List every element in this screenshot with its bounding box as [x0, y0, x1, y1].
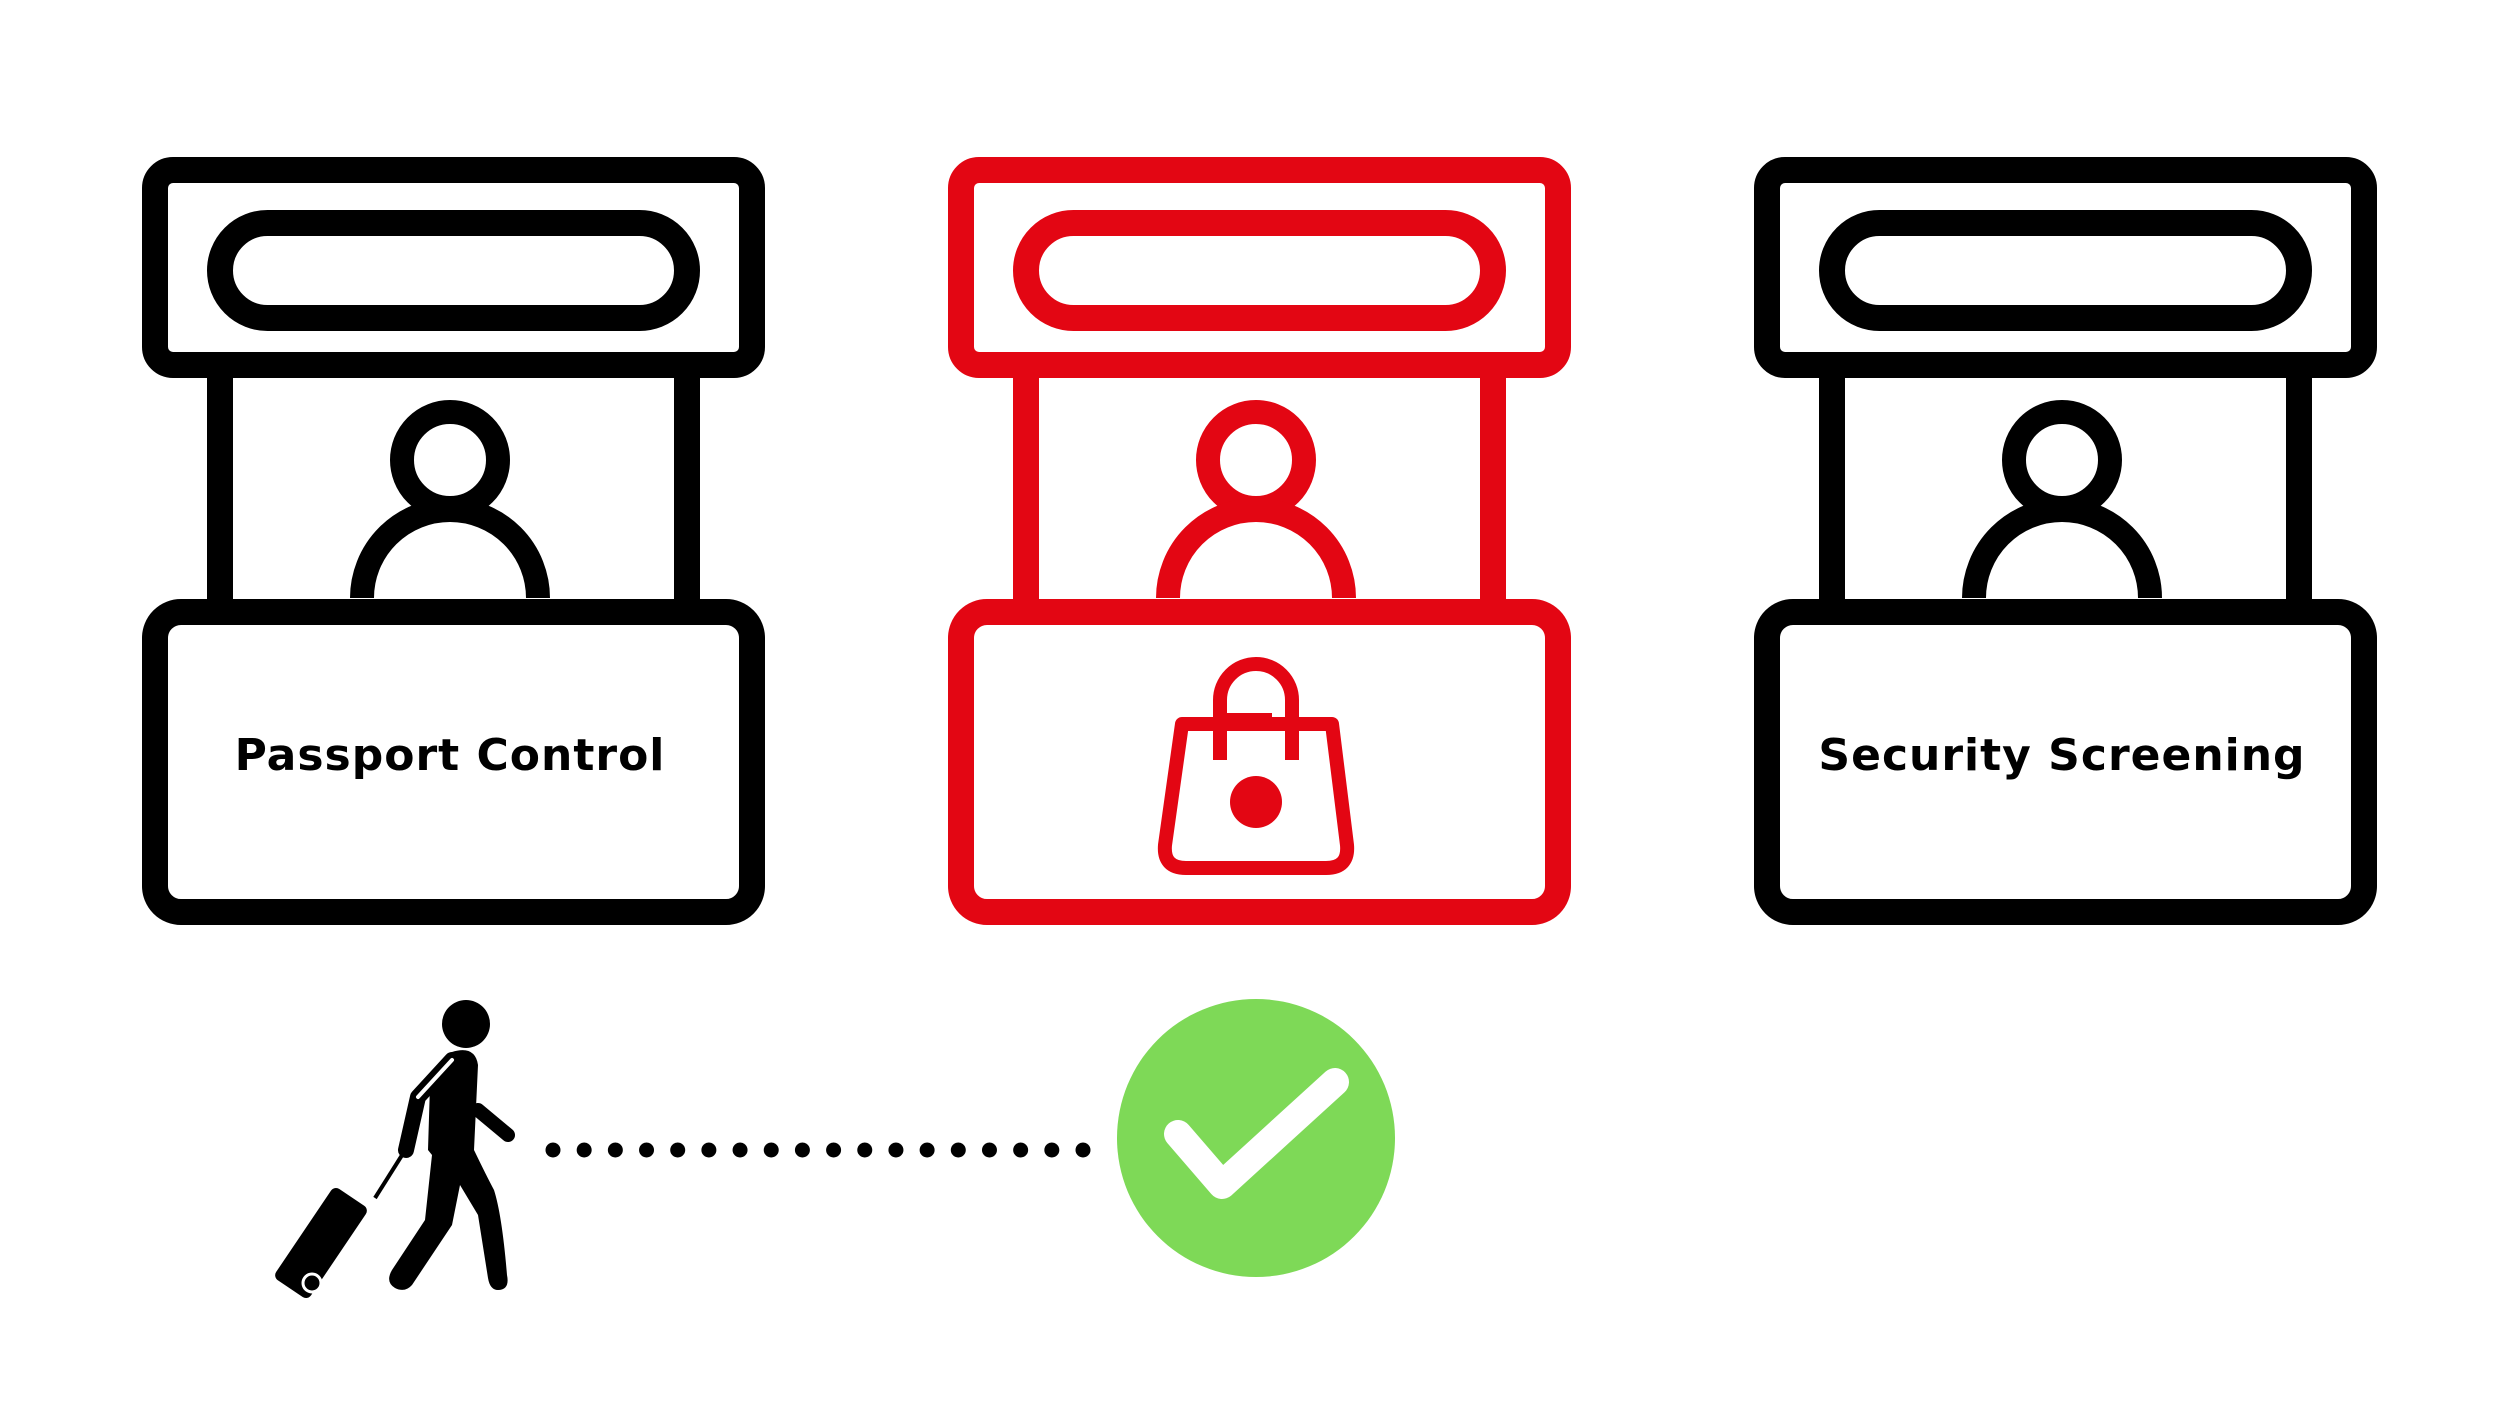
luggage-case — [275, 1187, 367, 1299]
booth-3-label: Security Screening — [1818, 730, 2305, 781]
person-icon — [1156, 400, 1356, 599]
luggage-handle — [373, 1150, 406, 1200]
path-dot — [732, 1142, 748, 1158]
person-shoulders — [1156, 498, 1356, 599]
path-dot — [1044, 1142, 1060, 1158]
booth-1-label: Passport Control — [235, 730, 666, 781]
path-dot — [981, 1142, 997, 1158]
path-dot — [1075, 1142, 1091, 1158]
traveler-arm-back-outline — [416, 1058, 454, 1099]
dotted-path — [545, 1142, 1091, 1158]
path-dot — [639, 1142, 655, 1158]
path-dot — [763, 1142, 779, 1158]
traveler-head — [442, 1000, 490, 1048]
path-dot — [576, 1142, 592, 1158]
booth-3-shape — [1754, 157, 2377, 925]
booth-2-shape — [948, 157, 1571, 925]
booth-3-sign-frame — [1754, 157, 2377, 378]
path-dot — [701, 1142, 717, 1158]
person-icon — [1962, 400, 2162, 599]
booth-passport-control: Passport Control — [142, 157, 765, 925]
booth-2-counter — [948, 599, 1571, 925]
booth-1-sign-slot — [207, 210, 700, 331]
booth-baggage-check — [948, 157, 1571, 925]
path-dot — [857, 1142, 873, 1158]
person-head — [2002, 400, 2122, 520]
booth-3-sign-slot — [1819, 210, 2312, 331]
path-dot — [888, 1142, 904, 1158]
person-head — [390, 400, 510, 520]
booth-security-screening: Security Screening — [1754, 157, 2377, 925]
booth-3-counter — [1754, 599, 2377, 925]
path-dot — [950, 1142, 966, 1158]
check-mark — [1164, 1068, 1349, 1199]
bag-handle — [1213, 657, 1299, 760]
path-dot — [607, 1142, 623, 1158]
path-dot — [794, 1142, 810, 1158]
booth-2-sign-frame — [948, 157, 1571, 378]
booth-1-shape — [142, 157, 765, 925]
booth-2-sign-slot — [1013, 210, 1506, 331]
luggage-wheel — [301, 1272, 323, 1294]
traveler-with-luggage-icon — [275, 1000, 515, 1299]
shopping-bag-icon — [1157, 657, 1355, 875]
booth-1-sign-frame — [142, 157, 765, 378]
path-dot — [670, 1142, 686, 1158]
checkmark-icon — [1117, 999, 1395, 1277]
traveler-arm-front — [471, 1103, 515, 1142]
booth-1-counter — [142, 599, 765, 925]
person-icon — [350, 400, 550, 599]
person-shoulders — [350, 498, 550, 599]
person-head — [1196, 400, 1316, 520]
bag-dot — [1230, 776, 1282, 828]
path-dot — [1013, 1142, 1029, 1158]
traveler-body — [389, 1050, 508, 1290]
path-dot — [919, 1142, 935, 1158]
path-dot — [826, 1142, 842, 1158]
bag-body — [1157, 717, 1355, 875]
path-dot — [545, 1142, 561, 1158]
person-shoulders — [1962, 498, 2162, 599]
